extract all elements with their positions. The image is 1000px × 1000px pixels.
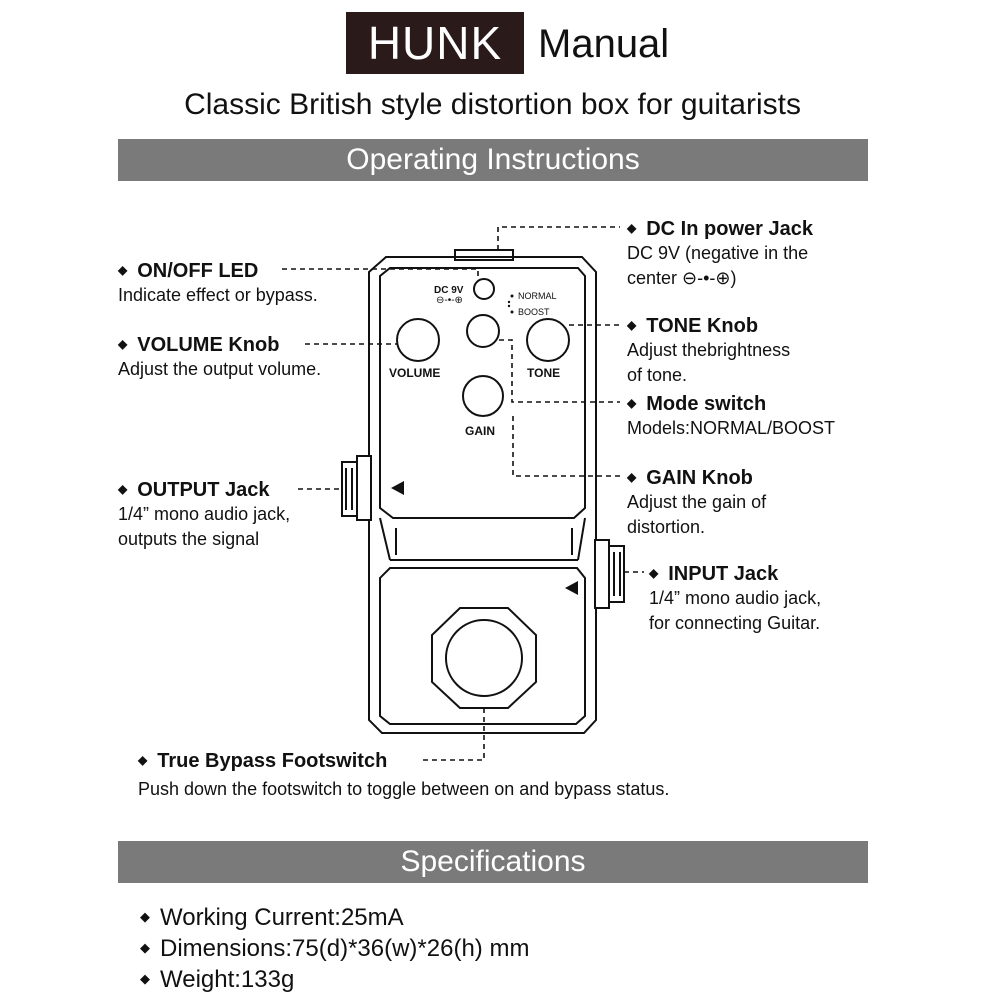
normal-label: NORMAL xyxy=(518,291,557,301)
input-jack-body xyxy=(594,539,610,609)
dc-jack xyxy=(454,249,514,261)
footswitch-button xyxy=(445,619,523,697)
callout-tone: ◆TONE Knob Adjust thebrightness of tone. xyxy=(627,313,790,388)
callout-input-desc1: 1/4” mono audio jack, xyxy=(649,588,822,608)
diamond-bullet-icon: ◆ xyxy=(140,940,150,955)
spec-item: ◆Dimensions:75(d)*36(w)*26(h) mm xyxy=(140,935,530,962)
top-panel xyxy=(379,267,586,519)
volume-knob xyxy=(396,318,440,362)
callout-footswitch-title: ◆True Bypass Footswitch xyxy=(138,750,388,772)
callout-gain-desc2: distortion. xyxy=(627,517,706,537)
gain-knob xyxy=(462,375,504,417)
tone-knob xyxy=(526,318,570,362)
spec-item: ◆Weight:133g xyxy=(140,966,295,993)
callout-mode-desc1: Models:NORMAL/BOOST xyxy=(627,418,836,438)
callout-led-title: ◆ON/OFF LED xyxy=(118,260,259,282)
gain-label: GAIN xyxy=(465,424,495,438)
callout-gain: ◆GAIN Knob Adjust the gain of distortion… xyxy=(627,465,766,540)
diamond-bullet-icon: ◆ xyxy=(627,318,637,332)
spec-list: ◆Working Current:25mA ◆Dimensions:75(d)*… xyxy=(140,902,529,995)
callout-volume: ◆VOLUME Knob Adjust the output volume. xyxy=(118,332,321,382)
callout-gain-desc1: Adjust the gain of xyxy=(627,492,767,512)
callout-mode: ◆Mode switch Models:NORMAL/BOOST xyxy=(627,391,835,441)
callout-led: ◆ON/OFF LED Indicate effect or bypass. xyxy=(118,258,318,308)
tone-label: TONE xyxy=(527,366,561,380)
input-jack-nut xyxy=(608,545,625,603)
diamond-bullet-icon: ◆ xyxy=(627,470,637,484)
specifications-heading: Specifications xyxy=(118,841,868,883)
diamond-bullet-icon: ◆ xyxy=(627,221,637,235)
callout-output-desc2: outputs the signal xyxy=(118,529,260,549)
callout-tone-desc1: Adjust thebrightness xyxy=(627,340,791,360)
output-jack-body xyxy=(356,455,372,521)
diamond-bullet-icon: ◆ xyxy=(649,566,659,580)
mode-switch xyxy=(466,314,500,348)
operating-instructions-heading: Operating Instructions xyxy=(118,139,868,181)
callout-led-desc1: Indicate effect or bypass. xyxy=(118,285,318,305)
callout-input: ◆INPUT Jack 1/4” mono audio jack, for co… xyxy=(649,561,821,636)
subtitle: Classic British style distortion box for… xyxy=(184,88,801,121)
output-arrow-icon xyxy=(391,481,404,495)
brand-logo: HUNK xyxy=(346,12,524,74)
diamond-bullet-icon: ◆ xyxy=(118,482,128,496)
dc-polarity-icon: ⊖-•-⊕ xyxy=(436,295,463,306)
callout-dc-in-title: ◆DC In power Jack xyxy=(627,218,813,240)
callout-dc-in-desc1: DC 9V (negative in the xyxy=(627,243,809,263)
callout-dc-in: ◆DC In power Jack DC 9V (negative in the… xyxy=(627,216,813,291)
callout-tone-title: ◆TONE Knob xyxy=(627,315,759,337)
diamond-bullet-icon: ◆ xyxy=(627,396,637,410)
diamond-bullet-icon: ◆ xyxy=(140,971,150,986)
spec-item: ◆Working Current:25mA xyxy=(140,904,404,931)
leader-lines xyxy=(282,226,644,761)
callout-footswitch: ◆True Bypass Footswitch Push down the fo… xyxy=(138,748,669,802)
callout-footswitch-desc1: Push down the footswitch to toggle betwe… xyxy=(138,779,670,799)
callout-input-desc2: for connecting Guitar. xyxy=(649,613,821,633)
callout-dc-in-desc2: center ⊖-•-⊕) xyxy=(627,268,737,288)
callout-tone-desc2: of tone. xyxy=(627,365,688,385)
callout-gain-title: ◆GAIN Knob xyxy=(627,467,753,489)
volume-label: VOLUME xyxy=(389,366,441,380)
dc-label: DC 9V xyxy=(434,285,464,296)
diamond-bullet-icon: ◆ xyxy=(140,909,150,924)
callout-volume-title: ◆VOLUME Knob xyxy=(118,334,280,356)
manual-title: Manual xyxy=(538,22,670,66)
diamond-bullet-icon: ◆ xyxy=(118,263,128,277)
callout-volume-desc1: Adjust the output volume. xyxy=(118,359,322,379)
callout-output-desc1: 1/4” mono audio jack, xyxy=(118,504,291,524)
boost-label: BOOST xyxy=(518,307,550,317)
footswitch-plate xyxy=(379,567,586,725)
callout-output-title: ◆OUTPUT Jack xyxy=(118,479,270,501)
callout-mode-title: ◆Mode switch xyxy=(627,393,767,415)
diamond-bullet-icon: ◆ xyxy=(138,753,148,767)
callout-input-title: ◆INPUT Jack xyxy=(649,563,779,585)
input-arrow-icon xyxy=(565,581,578,595)
callout-output: ◆OUTPUT Jack 1/4” mono audio jack, outpu… xyxy=(118,477,290,552)
output-jack-nut xyxy=(341,461,358,517)
diamond-bullet-icon: ◆ xyxy=(118,337,128,351)
led xyxy=(473,278,495,300)
pedal-body xyxy=(368,256,597,734)
